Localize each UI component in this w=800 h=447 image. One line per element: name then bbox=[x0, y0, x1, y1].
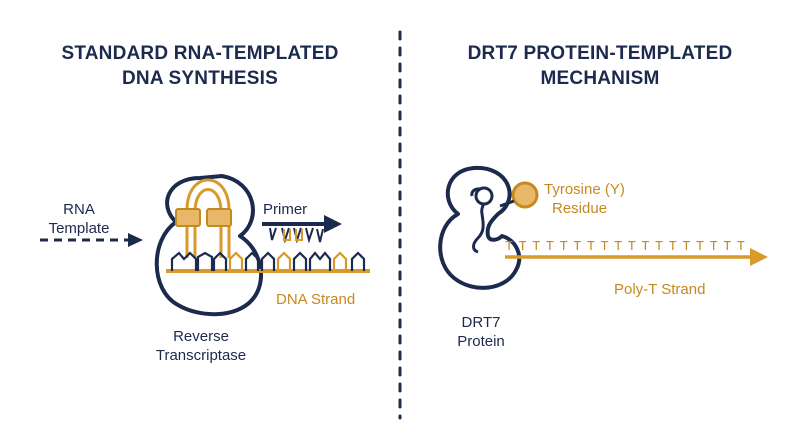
drt7-protein-label: DRT7 Protein bbox=[446, 313, 516, 351]
enzyme-label: Reverse Transcriptase bbox=[146, 327, 256, 365]
right-title-line1: DRT7 PROTEIN-TEMPLATED bbox=[467, 43, 733, 64]
left-panel-title: STANDARD RNA-TEMPLATED DNA SYNTHESIS bbox=[20, 41, 380, 91]
left-title-line2: DNA SYNTHESIS bbox=[121, 68, 279, 89]
tyrosine-residue-icon bbox=[511, 181, 539, 209]
protein-line2: Protein bbox=[457, 333, 505, 350]
hairpin-icon bbox=[175, 178, 232, 258]
protein-line1: DRT7 bbox=[461, 314, 501, 331]
poly-t-sequence: TTTTTTTTTTTTTTTTTT bbox=[505, 240, 745, 255]
enzyme-line1: Reverse bbox=[173, 328, 229, 345]
right-title-line2: MECHANISM bbox=[540, 68, 660, 89]
dna-strand-label: DNA Strand bbox=[276, 291, 356, 308]
primer-label: Primer bbox=[263, 201, 308, 218]
rna-template-line2: Template bbox=[48, 220, 110, 237]
enzyme-line2: Transcriptase bbox=[155, 347, 247, 364]
reverse-transcriptase-shape bbox=[154, 174, 264, 317]
residue-line2: Residue bbox=[552, 200, 608, 217]
drt7-protein-shape bbox=[438, 165, 522, 290]
rna-template-line1: RNA bbox=[63, 201, 95, 218]
poly-t-strand-label: Poly-T Strand bbox=[614, 281, 706, 298]
rna-template-label: RNA Template bbox=[44, 200, 114, 238]
tyrosine-residue-label: Tyrosine (Y) Residue bbox=[544, 180, 625, 218]
right-panel-title: DRT7 PROTEIN-TEMPLATED MECHANISM bbox=[420, 41, 780, 91]
left-title-line1: STANDARD RNA-TEMPLATED bbox=[61, 43, 339, 64]
residue-line1: Tyrosine (Y) bbox=[544, 181, 625, 198]
dashed-arrow-icon bbox=[40, 233, 143, 247]
primer-arrow-icon bbox=[262, 215, 342, 244]
poly-t-arrow-icon bbox=[505, 248, 768, 266]
dna-strand-icon bbox=[166, 251, 370, 273]
